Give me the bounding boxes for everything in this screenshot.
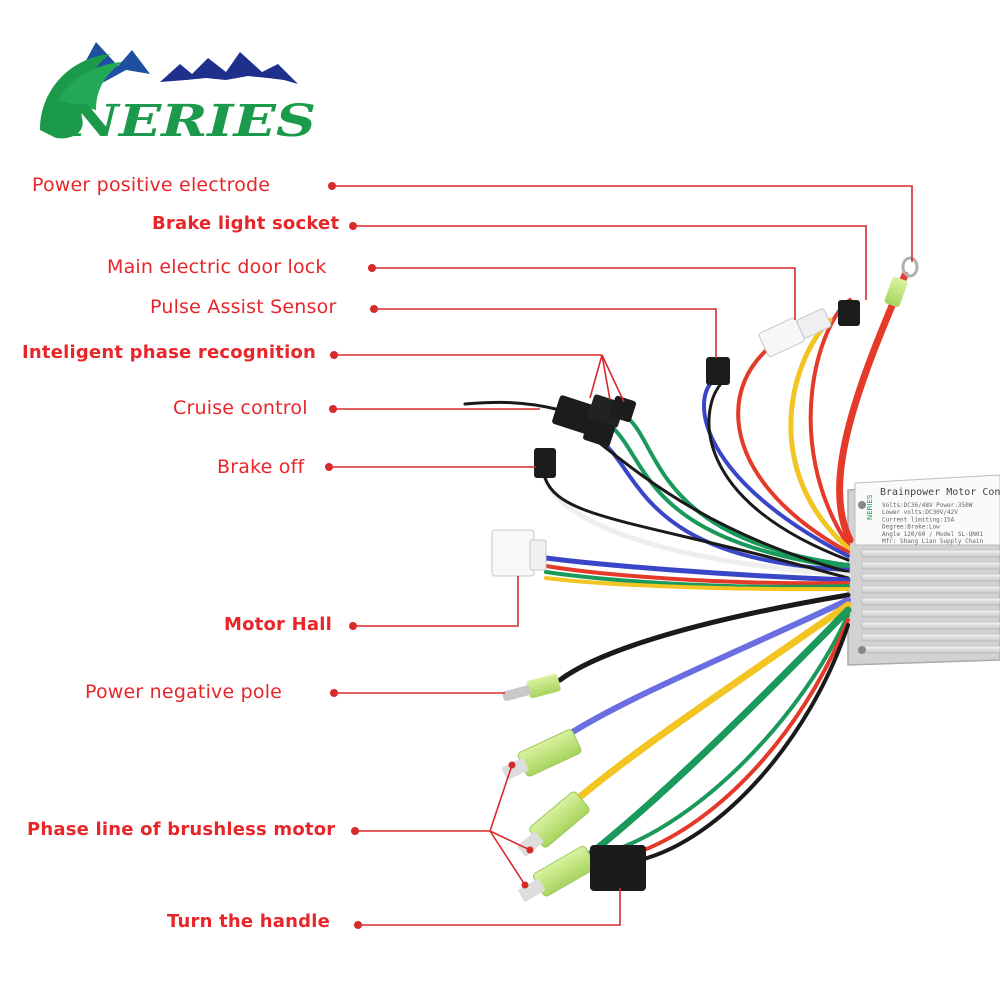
label-phase-line-brushless-motor: Phase line of brushless motor bbox=[27, 819, 336, 840]
power-negative-terminal bbox=[502, 673, 561, 702]
wire bbox=[707, 383, 850, 562]
phase-terminal-blue bbox=[501, 729, 582, 780]
wire bbox=[576, 606, 852, 866]
wire bbox=[628, 618, 850, 857]
wire bbox=[788, 317, 851, 551]
motor-hall-connector bbox=[491, 529, 547, 577]
motor-controller-box: Brainpower Motor Controller Volts:DC36/4… bbox=[847, 474, 1000, 666]
brake-off-connector bbox=[534, 448, 556, 478]
label-main-electric-door-lock: Main electric door lock bbox=[107, 256, 327, 278]
wire bbox=[608, 423, 850, 570]
controller-spec-line: Lower volts:DC30V/42V bbox=[882, 509, 958, 516]
wire bbox=[613, 613, 850, 852]
label-motor-hall: Motor Hall bbox=[224, 614, 332, 635]
leader-dot bbox=[508, 761, 516, 769]
leader-branch bbox=[601, 354, 625, 403]
leader-branch bbox=[489, 830, 531, 851]
leader-branch bbox=[601, 354, 611, 401]
leader-dot bbox=[329, 405, 337, 413]
leader-branch bbox=[489, 830, 526, 886]
throttle-connector bbox=[590, 845, 646, 891]
wire bbox=[561, 601, 852, 814]
cruise-control-connectors bbox=[552, 394, 637, 448]
wire-bundle bbox=[463, 271, 909, 866]
wire bbox=[463, 400, 562, 412]
leader-dot bbox=[349, 622, 357, 630]
wire bbox=[544, 576, 850, 592]
wire bbox=[836, 271, 909, 544]
leader-dot bbox=[521, 881, 529, 889]
controller-spec-line: Angle 120/60 / Model SL-QN01 bbox=[882, 531, 984, 538]
logo-text: NERIES bbox=[65, 96, 316, 147]
leader-dot bbox=[328, 182, 336, 190]
label-intelligent-phase-recognition: Inteligent phase recognition bbox=[22, 342, 317, 363]
connectors bbox=[491, 256, 919, 902]
wire bbox=[638, 623, 850, 862]
label-cruise-control: Cruise control bbox=[173, 397, 308, 419]
leader-dot bbox=[349, 222, 357, 230]
leader-dot bbox=[330, 689, 338, 697]
phase-terminal-yellow bbox=[517, 791, 590, 857]
label-brake-light-socket: Brake light socket bbox=[152, 213, 340, 234]
label-power-positive-electrode: Power positive electrode bbox=[32, 174, 271, 196]
brake-light-socket-connector bbox=[838, 300, 860, 326]
leader-line bbox=[353, 225, 867, 300]
wire bbox=[557, 597, 851, 743]
leader-lines bbox=[325, 182, 913, 929]
leader-dot bbox=[354, 921, 362, 929]
leader-dot bbox=[368, 264, 376, 272]
leader-line bbox=[374, 308, 717, 358]
leader-dot bbox=[330, 351, 338, 359]
controller-header: Brainpower Motor Controller bbox=[880, 487, 1000, 498]
logo-mountains bbox=[160, 52, 298, 84]
wire bbox=[544, 570, 850, 589]
controller-spec-line: Mfr: Shang Lian Supply Chain bbox=[882, 538, 984, 545]
label-pulse-assist-sensor: Pulse Assist Sensor bbox=[150, 296, 337, 318]
label-power-negative-pole: Power negative pole bbox=[85, 681, 283, 703]
controller-logo-mark: NERIES bbox=[866, 494, 874, 520]
leader-line bbox=[353, 576, 519, 627]
leader-branch bbox=[589, 354, 603, 399]
brand-logo: NERIES bbox=[40, 42, 316, 147]
leader-dot bbox=[325, 463, 333, 471]
wire bbox=[543, 476, 850, 580]
wire bbox=[544, 564, 850, 586]
wire bbox=[557, 592, 851, 683]
leader-line bbox=[372, 267, 796, 320]
leader-dot bbox=[370, 305, 378, 313]
controller-spec-line: Current limiting:15A bbox=[882, 516, 955, 523]
pulse-assist-connector bbox=[706, 357, 730, 385]
leader-branch bbox=[489, 764, 513, 832]
door-lock-connector bbox=[758, 308, 832, 357]
leader-dot bbox=[351, 827, 359, 835]
wire bbox=[543, 555, 851, 583]
leader-dot bbox=[526, 846, 534, 854]
controller-spec-line: Degree:Brake:Low bbox=[882, 524, 940, 531]
label-brake-off: Brake off bbox=[217, 456, 305, 478]
label-turn-the-handle: Turn the handle bbox=[167, 911, 331, 932]
wire bbox=[702, 378, 850, 558]
leader-line bbox=[358, 888, 621, 926]
controller-spec-line: Volts:DC36/48V Power:350W bbox=[882, 502, 973, 509]
leader-line bbox=[332, 185, 913, 262]
